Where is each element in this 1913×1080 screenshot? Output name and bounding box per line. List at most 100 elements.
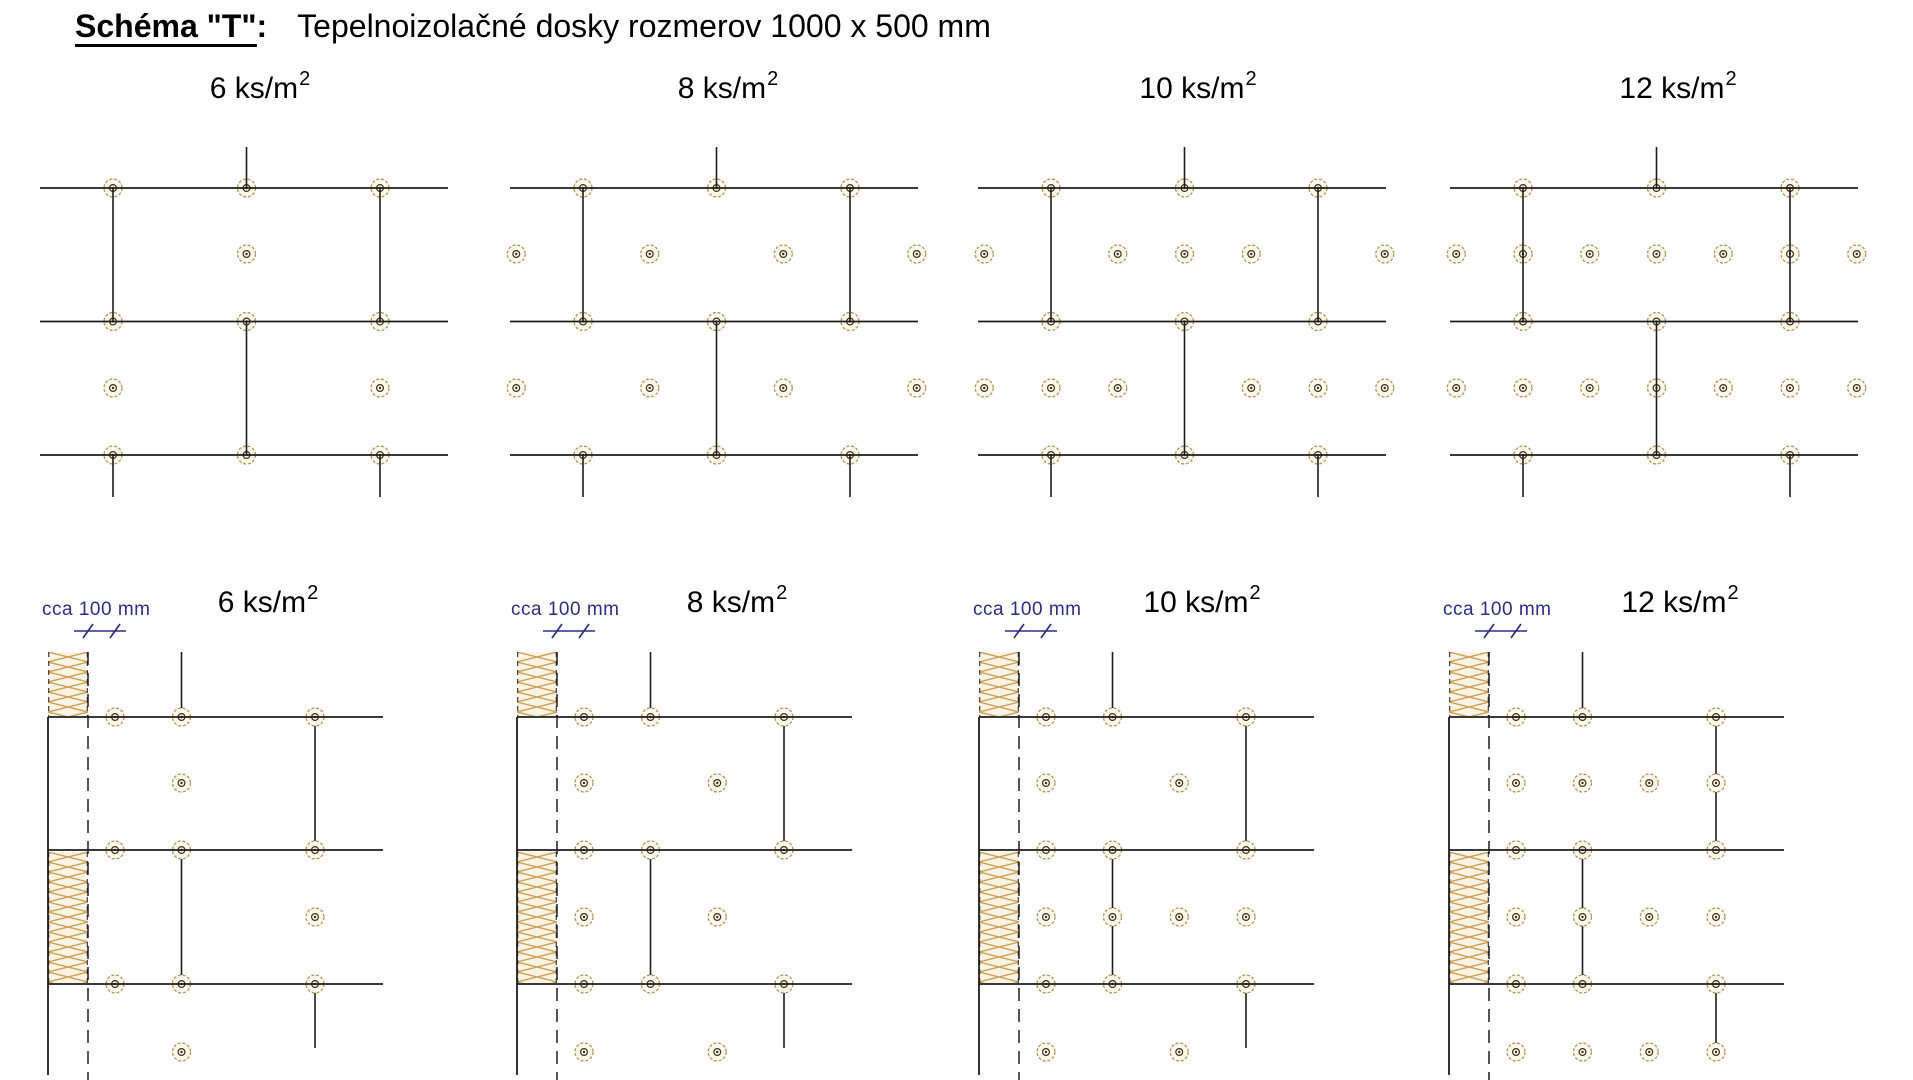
dimension-tick bbox=[1510, 623, 1522, 639]
anchor-mark bbox=[1847, 244, 1867, 264]
density-label-top-10: 10 ks/m2 bbox=[1139, 68, 1257, 106]
bottom-diagram-8ks bbox=[516, 623, 852, 1080]
insulation-hatch bbox=[517, 852, 557, 983]
anchor-mark bbox=[1375, 244, 1395, 264]
edge-dimension-note-6: cca 100 mm bbox=[42, 599, 151, 620]
anchor-mark bbox=[305, 907, 325, 927]
anchor-mark bbox=[1580, 378, 1600, 398]
top-diagram-12ks bbox=[1446, 147, 1867, 497]
top-diagram-10ks bbox=[974, 147, 1395, 497]
bottom-diagram-6ks bbox=[47, 623, 383, 1080]
anchor-mark bbox=[1513, 378, 1533, 398]
anchor-mark bbox=[1646, 244, 1667, 264]
anchor-mark bbox=[974, 244, 994, 264]
anchor-mark bbox=[1706, 1042, 1726, 1062]
insulation-hatch bbox=[979, 852, 1019, 983]
anchor-mark bbox=[1713, 378, 1733, 398]
title-colon: : bbox=[256, 8, 268, 44]
anchor-mark bbox=[1169, 1042, 1189, 1062]
anchor-mark bbox=[773, 244, 793, 264]
anchor-mark bbox=[1308, 378, 1328, 398]
anchor-mark bbox=[1236, 907, 1256, 927]
anchor-mark bbox=[707, 1042, 727, 1062]
density-sup: 2 bbox=[1249, 582, 1261, 604]
anchor-mark bbox=[1102, 907, 1123, 927]
scheme-label: Schéma "T" bbox=[75, 8, 257, 47]
anchor-mark bbox=[773, 378, 793, 398]
anchor-mark bbox=[1506, 907, 1526, 927]
anchor-mark bbox=[1639, 907, 1659, 927]
edge-dimension-note-10: cca 100 mm bbox=[973, 599, 1082, 620]
density-label-bottom-6: 6 ks/m2 bbox=[218, 582, 319, 620]
anchor-mark bbox=[1036, 907, 1056, 927]
anchor-mark bbox=[707, 907, 727, 927]
dimension-ticks bbox=[1005, 623, 1057, 639]
dimension-tick bbox=[1013, 623, 1025, 639]
anchor-mark bbox=[1506, 773, 1526, 793]
density-sup: 2 bbox=[776, 582, 788, 604]
density-sup: 2 bbox=[307, 582, 319, 604]
anchor-mark bbox=[1446, 378, 1466, 398]
bottom-diagram-10ks bbox=[978, 623, 1314, 1080]
dimension-tick bbox=[1483, 623, 1495, 639]
anchor-mark bbox=[1108, 244, 1128, 264]
anchor-mark bbox=[1572, 1042, 1593, 1062]
anchor-mark bbox=[1572, 907, 1593, 927]
title-description: Tepelnoizolačné dosky rozmerov 1000 x 50… bbox=[297, 8, 991, 44]
anchor-mark bbox=[574, 907, 594, 927]
density-sup: 2 bbox=[767, 68, 779, 90]
anchor-mark bbox=[506, 378, 526, 398]
dimension-tick bbox=[1040, 623, 1052, 639]
top-diagram-6ks bbox=[40, 147, 448, 497]
anchor-mark bbox=[1041, 378, 1061, 398]
anchor-mark bbox=[370, 378, 390, 398]
anchor-mark bbox=[1706, 907, 1726, 927]
anchor-mark bbox=[1713, 244, 1733, 264]
figure-title: Schéma "T": Tepelnoizolačné dosky rozmero… bbox=[75, 8, 991, 47]
dimension-ticks bbox=[74, 623, 126, 639]
top-diagram-8ks bbox=[506, 147, 927, 497]
insulation-hatch bbox=[517, 652, 557, 716]
anchor-mark bbox=[640, 378, 660, 398]
anchor-mark bbox=[1847, 378, 1867, 398]
dimension-tick bbox=[109, 623, 121, 639]
anchor-mark bbox=[1241, 378, 1261, 398]
anchor-mark bbox=[1572, 773, 1593, 793]
dimension-tick bbox=[82, 623, 94, 639]
anchor-mark bbox=[1639, 1042, 1659, 1062]
insulation-hatch bbox=[1449, 852, 1489, 983]
density-value: 12 ks/m bbox=[1621, 586, 1727, 619]
density-value: 6 ks/m bbox=[209, 72, 299, 105]
density-label-top-8: 8 ks/m2 bbox=[678, 68, 779, 106]
anchor-mark bbox=[506, 244, 526, 264]
density-value: 10 ks/m bbox=[1139, 72, 1245, 105]
density-sup: 2 bbox=[1727, 582, 1739, 604]
dimension-ticks bbox=[1475, 623, 1527, 639]
anchor-mark bbox=[1506, 1042, 1526, 1062]
insulation-hatch bbox=[979, 652, 1019, 716]
anchor-mark bbox=[707, 773, 727, 793]
anchor-mark bbox=[1169, 773, 1189, 793]
anchor-mark bbox=[1706, 773, 1726, 793]
anchor-mark bbox=[1108, 378, 1128, 398]
anchor-mark bbox=[907, 244, 927, 264]
anchor-mark bbox=[574, 1042, 594, 1062]
density-sup: 2 bbox=[1245, 68, 1257, 90]
anchor-mark bbox=[1580, 244, 1600, 264]
dimension-tick bbox=[551, 623, 563, 639]
dimension-ticks bbox=[543, 623, 595, 639]
anchor-mark bbox=[1375, 378, 1395, 398]
insulation-hatch bbox=[48, 652, 88, 716]
insulation-hatch bbox=[1449, 652, 1489, 716]
density-label-bottom-8: 8 ks/m2 bbox=[687, 582, 788, 620]
anchor-mark bbox=[907, 378, 927, 398]
density-label-top-12: 12 ks/m2 bbox=[1619, 68, 1736, 106]
anchor-mark bbox=[171, 773, 192, 793]
edge-dimension-note-12: cca 100 mm bbox=[1443, 599, 1552, 620]
anchor-mark bbox=[574, 773, 594, 793]
density-label-bottom-12: 12 ks/m2 bbox=[1621, 582, 1739, 620]
anchor-mark bbox=[1036, 773, 1056, 793]
anchor-mark bbox=[1780, 378, 1800, 398]
density-sup: 2 bbox=[299, 68, 311, 90]
